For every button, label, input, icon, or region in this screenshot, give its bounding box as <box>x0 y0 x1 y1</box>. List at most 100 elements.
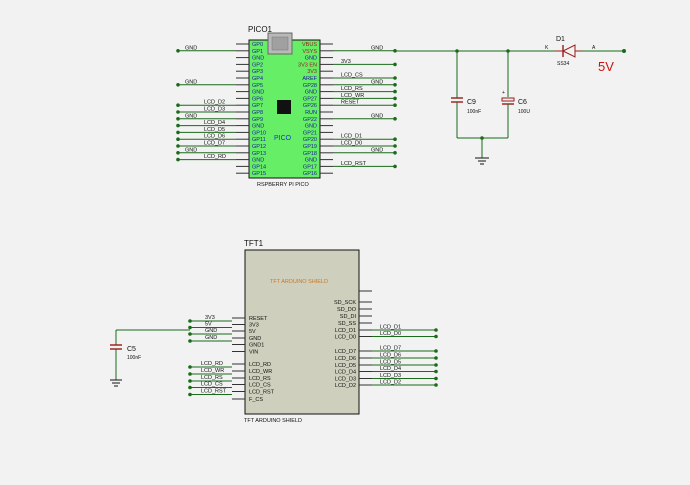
net-terminal[interactable] <box>176 144 180 148</box>
net-terminal[interactable] <box>176 123 180 128</box>
pico-pin-gp6-label: GP6 <box>252 96 263 102</box>
pico-pin-3v3-label: 3V3 <box>307 69 317 75</box>
pico-net-lcd-rst-label: LCD_RST <box>341 161 367 167</box>
diode-part-label: SS34 <box>557 61 569 67</box>
net-terminal[interactable] <box>188 385 192 390</box>
net-terminal[interactable] <box>188 339 192 343</box>
net-terminal[interactable] <box>188 332 192 336</box>
tft-net-lcd-cs-label: LCD_CS <box>201 382 223 388</box>
pico-net-lcd-cs-label: LCD_CS <box>341 73 363 79</box>
pico-pin-3v3-en-label: 3V3 EN <box>298 62 317 68</box>
net-terminal[interactable] <box>176 137 180 141</box>
pico-net-gnd-label: GND <box>185 45 197 51</box>
pico-net-gnd-label: GND <box>185 79 197 85</box>
pico-net-gnd-label: GND <box>185 113 197 119</box>
pico-net-gnd-label: GND <box>371 79 383 85</box>
net-terminal[interactable] <box>176 103 180 107</box>
net-terminal[interactable] <box>176 83 180 87</box>
net-terminal[interactable] <box>393 164 397 169</box>
net-terminal[interactable] <box>393 137 397 141</box>
c6-icon[interactable] <box>501 97 515 102</box>
pico-chip-icon <box>277 100 291 114</box>
net-terminal[interactable] <box>188 365 192 369</box>
tft-shield-module[interactable]: TFT1 TFT ARDUINO SHIELD TFT ARDUINO SHIE… <box>188 239 438 424</box>
tft-pin-sd-ss-label: SD_SS <box>338 321 356 327</box>
net-terminal[interactable] <box>434 328 438 332</box>
c9-ref-label: C9 <box>467 99 476 106</box>
net-terminal[interactable] <box>393 96 397 101</box>
tft-pin-vin-label: VIN <box>249 350 258 356</box>
pico-left-pins: GP0GP1GNDGNDGP2GP3GP4GP5GNDGNDGP6GP7LCD_… <box>176 42 266 177</box>
net-terminal[interactable] <box>434 356 438 360</box>
tft-net-lcd-d1-label: LCD_D1 <box>380 325 401 331</box>
tft-pin-5v-label: 5V <box>249 329 256 335</box>
net-terminal[interactable] <box>393 83 397 87</box>
pico-pin-gp14-label: GP14 <box>252 164 266 170</box>
c6-value-label: 100U <box>518 109 530 115</box>
power-section: D1 SS34 K A 5V C9 100nF + C6 100U <box>395 36 626 165</box>
net-terminal[interactable] <box>188 392 192 397</box>
net-terminal[interactable] <box>434 349 438 353</box>
net-terminal[interactable] <box>176 157 180 162</box>
net-terminal[interactable] <box>188 319 192 323</box>
pico-pin-gp0-label: GP0 <box>252 42 263 48</box>
net-terminal[interactable] <box>434 369 438 374</box>
tft-pin-f-cs-label: F_CS <box>249 397 263 403</box>
net-terminal[interactable] <box>434 383 438 387</box>
pico-pin-vsys-label: VSYS <box>302 49 317 55</box>
pico-net-gnd-label: GND <box>371 147 383 153</box>
net-terminal[interactable] <box>176 49 180 53</box>
pico-net-gnd-label: GND <box>371 45 383 51</box>
net-terminal[interactable] <box>176 130 180 135</box>
tft-pin-lcd-d7-label: LCD_D7 <box>335 349 356 355</box>
pico-net-lcd-d0-label: LCD_D0 <box>341 141 362 147</box>
pico-pin-gp13-label: GP13 <box>252 151 266 157</box>
tft-pin-lcd-d2-label: LCD_D2 <box>335 383 356 389</box>
pico-pin-gp16-label: GP16 <box>303 171 317 177</box>
pico-net-lcd-d1-label: LCD_D1 <box>341 134 362 140</box>
net-terminal[interactable] <box>393 151 397 155</box>
net-terminal[interactable] <box>393 76 397 80</box>
net-terminal[interactable] <box>434 363 438 367</box>
pico-pin-gp8-label: GP8 <box>252 110 263 116</box>
tft-pin-lcd-d1-label: LCD_D1 <box>335 328 356 334</box>
net-terminal[interactable] <box>393 144 397 148</box>
tft-net-lcd-d2-label: LCD_D2 <box>380 380 401 386</box>
tft-body <box>244 249 360 415</box>
net-terminal[interactable] <box>393 117 397 121</box>
tft-net-lcd-rst-label: LCD_RST <box>201 389 227 395</box>
tft-left-pins: RESET3V33V35V5VGNDGNDGNDGND1VINLCD_RDLCD… <box>188 315 275 403</box>
net-terminal[interactable] <box>393 103 397 107</box>
pico-pin-gp27-label: GP27 <box>303 96 317 102</box>
tft-pin-lcd-d0-label: LCD_D0 <box>335 335 356 341</box>
tft-pin-lcd-d5-label: LCD_D5 <box>335 363 356 369</box>
net-terminal[interactable] <box>188 372 192 376</box>
pico-pin-gp7-label: GP7 <box>252 103 263 109</box>
pico-pin-gp10-label: GP10 <box>252 130 266 136</box>
net-terminal[interactable] <box>188 379 192 383</box>
c6-plus-icon: + <box>502 90 505 96</box>
pico-pin-gp22-label: GP22 <box>303 117 317 123</box>
tft-net-lcd-d7-label: LCD_D7 <box>380 346 401 352</box>
net-terminal[interactable] <box>393 62 397 67</box>
pico-module[interactable]: PICO1 PICO RSPBERRY PI PICO GP0GP1GNDGND… <box>176 25 397 188</box>
tft-pin-3v3-label: 3V3 <box>249 323 259 329</box>
tft-net-lcd-d3-label: LCD_D3 <box>380 373 401 379</box>
net-terminal[interactable] <box>434 334 438 339</box>
supply-terminal[interactable] <box>622 49 626 53</box>
tft-pin-sd-di-label: SD_DI <box>340 314 357 320</box>
pico-pin-gp18-label: GP18 <box>303 151 317 157</box>
net-terminal[interactable] <box>176 151 180 155</box>
net-terminal[interactable] <box>188 325 192 330</box>
tft-pin-lcd-d3-label: LCD_D3 <box>335 377 356 383</box>
pico-pin-gp15-label: GP15 <box>252 171 266 177</box>
diode-ref-label: D1 <box>556 36 565 43</box>
net-terminal[interactable] <box>393 89 397 94</box>
net-terminal[interactable] <box>434 376 438 381</box>
net-terminal[interactable] <box>176 110 180 114</box>
net-terminal[interactable] <box>176 117 180 121</box>
tft-right-pins: SD_SCKSD_DOSD_DISD_SSLCD_D1LCD_D1LCD_D0L… <box>334 300 438 389</box>
tft-net-3v3-label: 3V3 <box>205 315 215 321</box>
